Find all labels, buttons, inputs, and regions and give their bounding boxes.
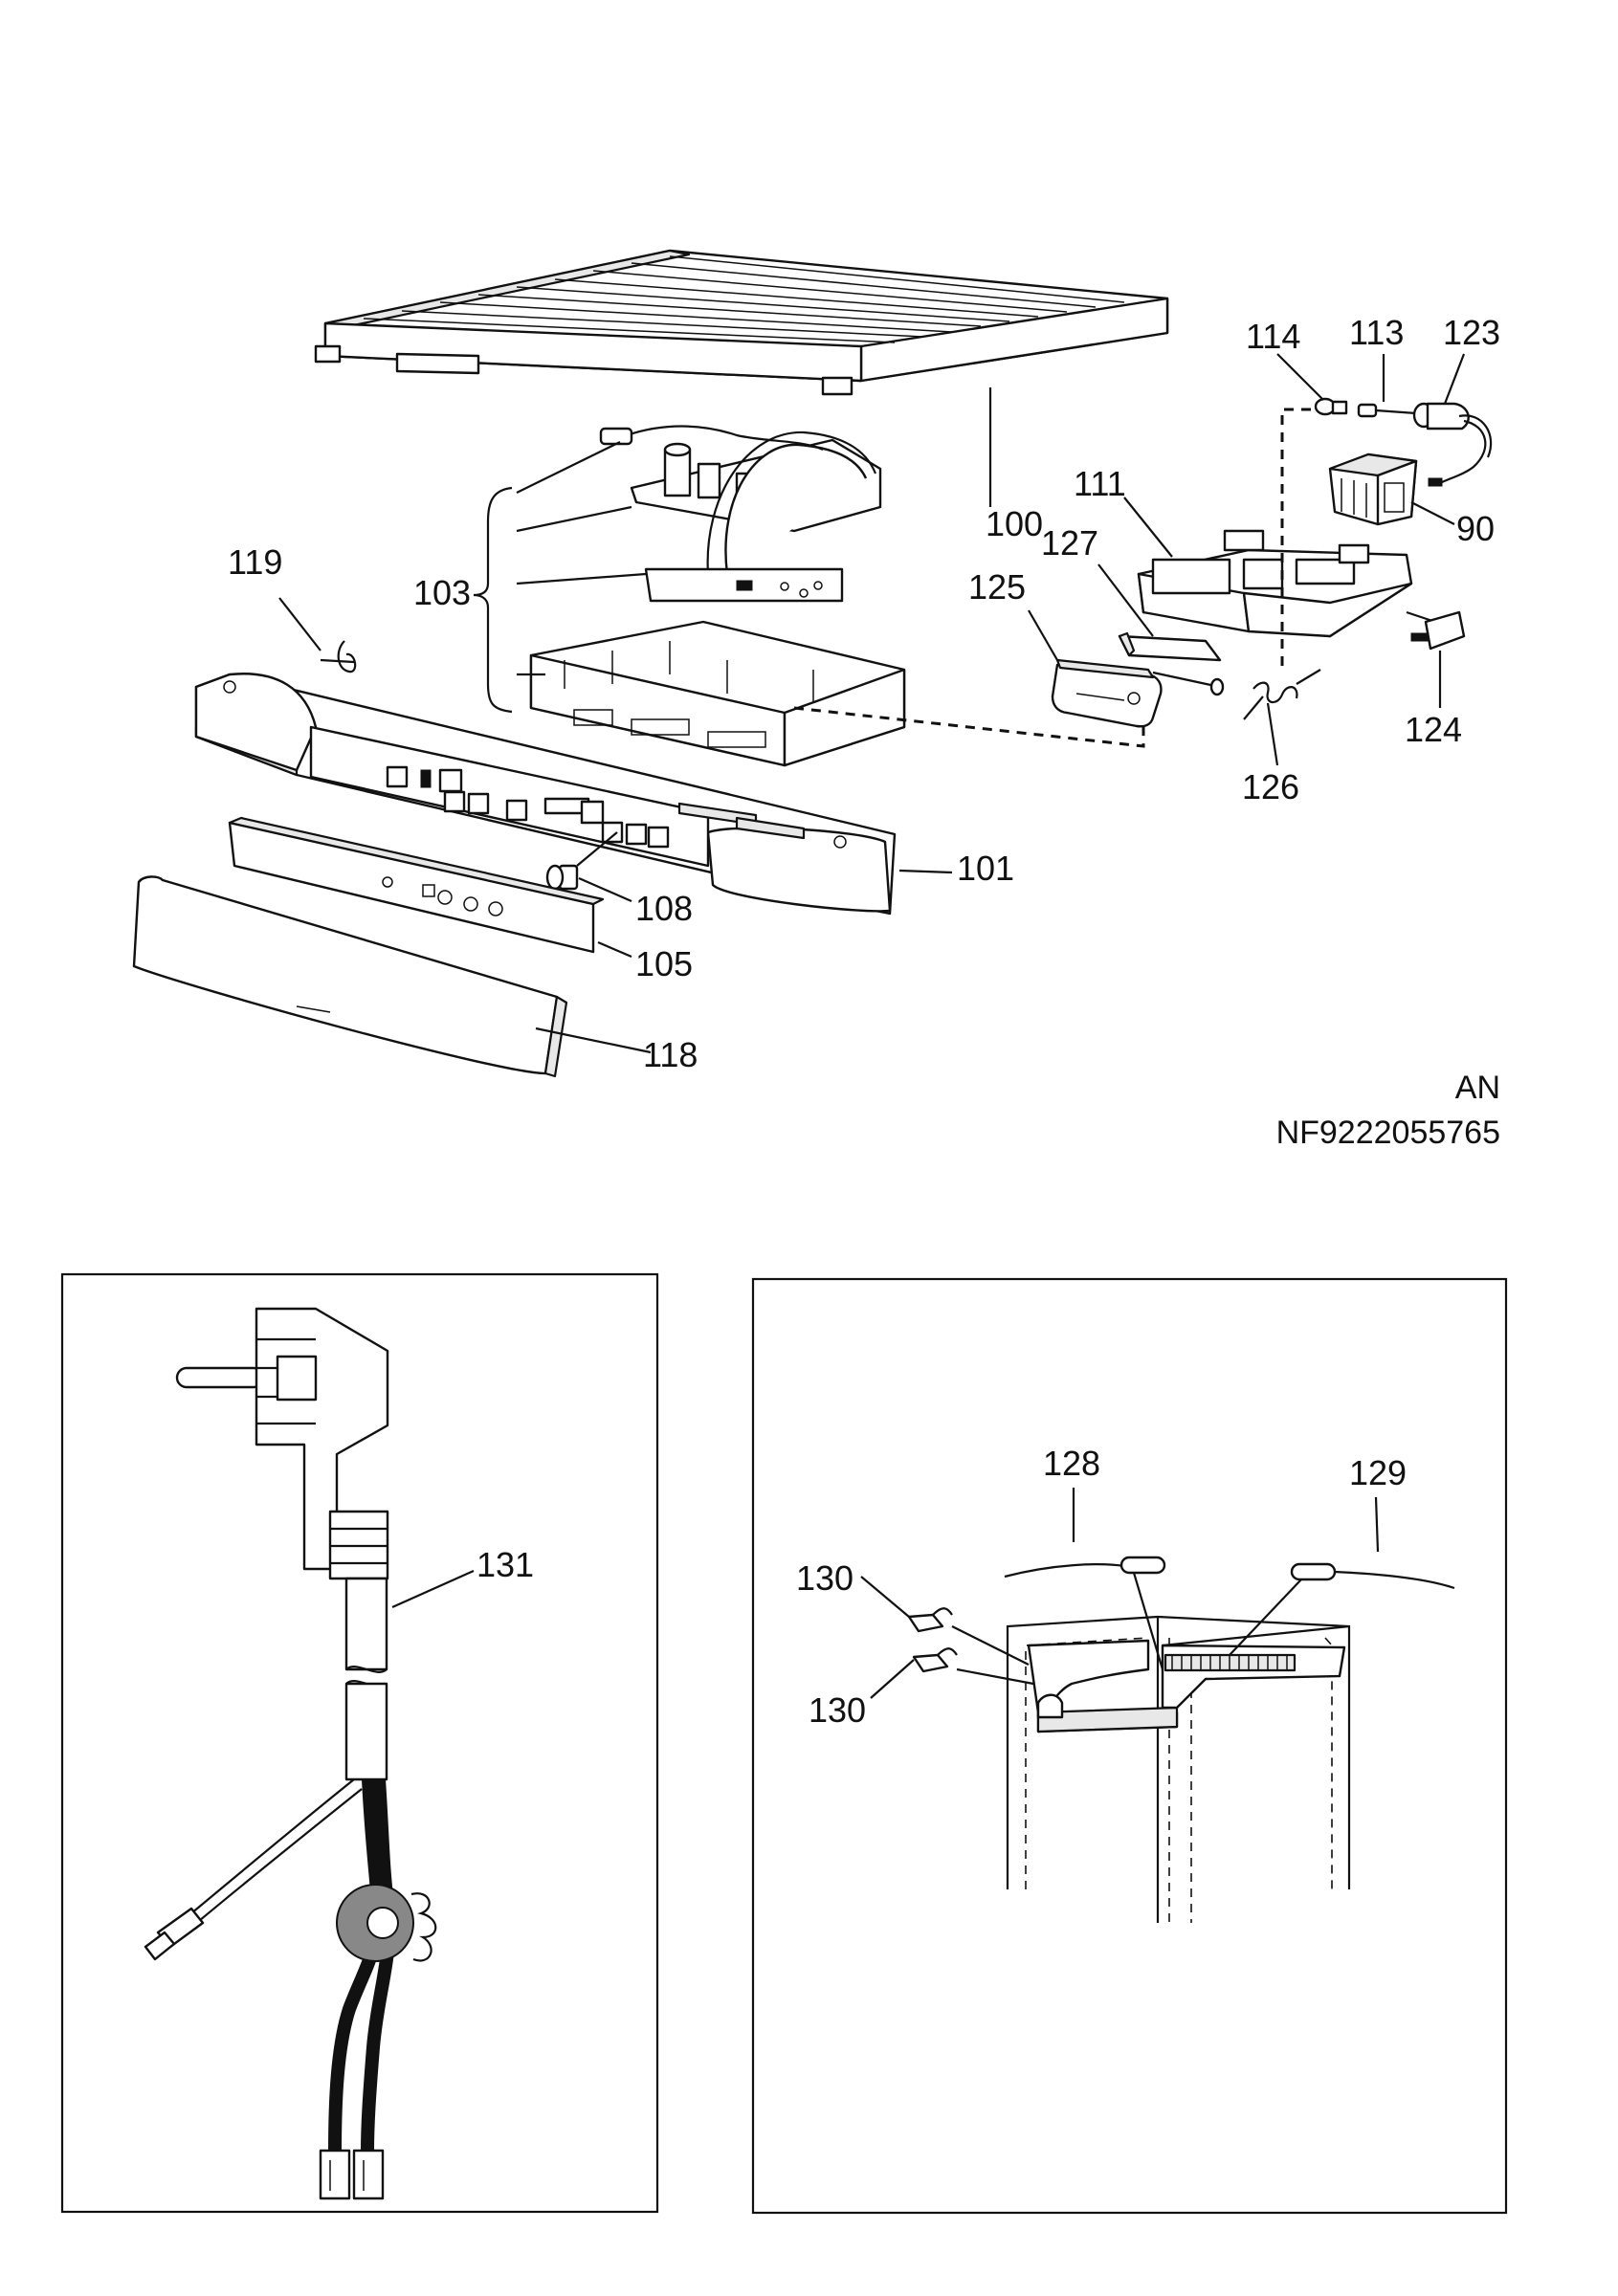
- part-knob: [545, 864, 579, 891]
- leader-125: [1028, 609, 1058, 661]
- part-sensor-128: [1004, 1556, 1166, 1670]
- callout-103: 103: [413, 573, 471, 612]
- variant-code: AN: [1455, 1070, 1500, 1106]
- callout-128: 128: [1043, 1444, 1100, 1483]
- part-lamp-cover: [1118, 631, 1222, 662]
- callout-124: 124: [1405, 710, 1462, 749]
- leader-101: [898, 869, 953, 874]
- callout-130-lower: 130: [809, 1690, 866, 1730]
- dashed-connection-line: [793, 706, 1145, 748]
- leader-105: [597, 940, 632, 959]
- document-number: NF9222055765: [1276, 1115, 1500, 1151]
- part-transformer: [1328, 453, 1418, 526]
- callout-123: 123: [1443, 313, 1500, 352]
- leader-129: [1374, 1496, 1380, 1553]
- callout-113: 113: [1349, 313, 1404, 352]
- part-lamp-bulb: [1314, 397, 1348, 416]
- leader-103-b: [516, 505, 632, 533]
- part-handle: [1051, 658, 1163, 728]
- leader-123: [1443, 353, 1466, 405]
- callout-130-upper: 130: [796, 1558, 853, 1598]
- part-clip-130-upper: [907, 1607, 1030, 1666]
- callout-bracket-103: [473, 486, 513, 714]
- callout-127: 127: [1041, 523, 1098, 563]
- part-cabinet-interior: [1006, 1615, 1351, 1923]
- part-front-panel: [228, 816, 605, 954]
- callout-100: 100: [986, 504, 1043, 543]
- leader-119: [278, 597, 321, 651]
- part-control-electronics: [529, 425, 906, 767]
- callout-105: 105: [635, 944, 693, 983]
- dashed-lamp-line: [1280, 408, 1311, 670]
- leader-131: [391, 1569, 475, 1609]
- callout-131: 131: [477, 1545, 534, 1584]
- callout-129: 129: [1349, 1453, 1407, 1492]
- part-door-flap: [132, 875, 568, 1078]
- leader-126: [1266, 702, 1279, 766]
- callout-114: 114: [1246, 317, 1300, 356]
- part-spring: [1152, 669, 1321, 720]
- callout-90: 90: [1456, 509, 1495, 548]
- callout-125: 125: [968, 567, 1026, 607]
- part-door-switch: [1410, 610, 1466, 651]
- panel-mains-cable: [60, 1272, 659, 2214]
- leader-127: [1097, 563, 1154, 637]
- callout-118: 118: [643, 1035, 698, 1074]
- part-lamp-cable: [1412, 402, 1493, 487]
- leader-118: [535, 1027, 652, 1054]
- callout-111: 111: [1074, 464, 1126, 503]
- leader-108: [578, 876, 632, 903]
- callout-108: 108: [635, 889, 693, 928]
- part-clip: [320, 640, 357, 673]
- part-sensor-129: [1229, 1562, 1455, 1656]
- part-lamp-housing: [1137, 529, 1413, 638]
- leader-103-a: [516, 441, 621, 494]
- part-mains-plug-cable: [144, 1307, 437, 2200]
- panel-sensors: [751, 1277, 1508, 2215]
- leader-130-a: [860, 1576, 910, 1618]
- part-lamp-holder: [1357, 403, 1417, 418]
- part-clip-130-lower: [912, 1647, 1034, 1686]
- callout-126: 126: [1242, 767, 1299, 806]
- callout-101: 101: [957, 849, 1014, 888]
- leader-103-c: [516, 572, 647, 585]
- leader-111: [1123, 497, 1173, 558]
- part-top-cover: [314, 249, 1169, 396]
- leader-108-top: [576, 831, 618, 867]
- leader-130-b: [870, 1659, 915, 1699]
- part-control-panel: [194, 673, 897, 916]
- leader-114: [1276, 353, 1324, 401]
- leader-90: [1410, 501, 1455, 525]
- callout-119: 119: [228, 542, 282, 582]
